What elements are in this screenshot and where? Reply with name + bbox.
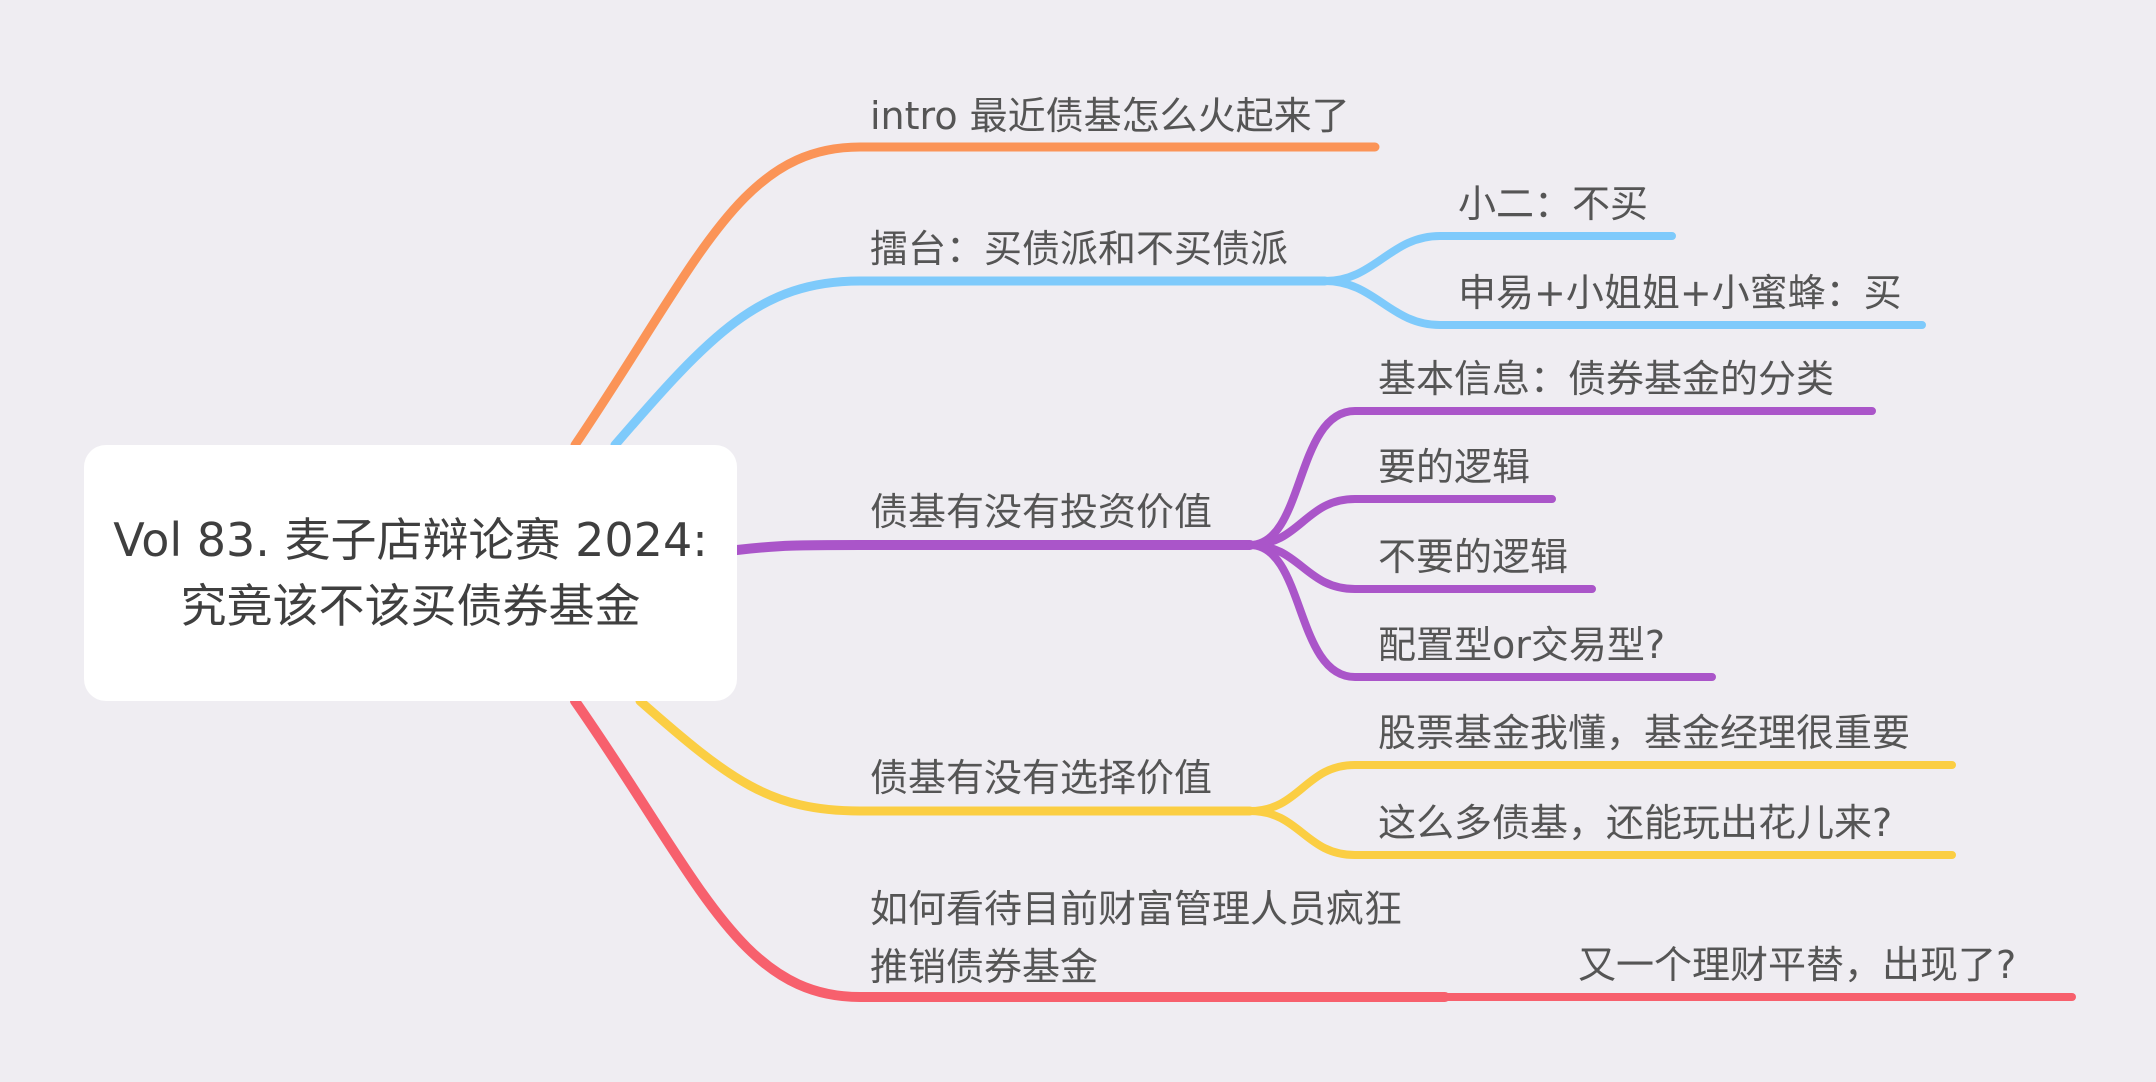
subtopic-another-alternative[interactable]: 又一个理财平替，出现了? — [1578, 943, 2017, 987]
connector-arena — [610, 276, 1330, 450]
connector-arena-child-1 — [1321, 232, 1676, 285]
branch-wealth-management[interactable]: 如何看待目前财富管理人员疯狂 推销债券基金 — [870, 880, 1402, 996]
root-topic-title: Vol 83. 麦子店辩论赛 2024: 究竟该不该买债券基金 — [113, 513, 708, 633]
connector-selection-value — [635, 696, 1255, 816]
connector-selection-child-1 — [1246, 761, 1956, 815]
branch-selection-value[interactable]: 债基有没有选择价值 — [870, 756, 1213, 800]
connector-arena-child-2 — [1321, 277, 1926, 329]
subtopic-con-logic[interactable]: 不要的逻辑 — [1378, 535, 1569, 579]
branch-arena[interactable]: 擂台：买债派和不买债派 — [870, 227, 1289, 271]
subtopic-shenyi[interactable]: 申易+小姐姐+小蜜蜂：买 — [1458, 271, 1902, 315]
connector-investment-child-2 — [1246, 495, 1556, 549]
connector-selection-child-2 — [1246, 807, 1956, 859]
branch-wealth-management-line-1: 如何看待目前财富管理人员疯狂 — [870, 887, 1403, 931]
connector-intro — [570, 142, 1380, 450]
subtopic-pro-logic[interactable]: 要的逻辑 — [1378, 445, 1531, 489]
connector-wealth-management — [570, 696, 1450, 1002]
branch-investment-value[interactable]: 债基有没有投资价值 — [870, 490, 1213, 534]
subtopic-basic-info[interactable]: 基本信息：债券基金的分类 — [1378, 357, 1835, 401]
connector-investment-child-4 — [1246, 541, 1716, 681]
subtopic-so-many-funds[interactable]: 这么多债基，还能玩出花儿来? — [1378, 801, 1893, 845]
subtopic-fund-manager[interactable]: 股票基金我懂，基金经理很重要 — [1378, 711, 1911, 755]
connector-investment-child-1 — [1246, 407, 1876, 549]
connector-investment-value — [732, 540, 1255, 555]
subtopic-allocation-or-trading[interactable]: 配置型or交易型? — [1378, 623, 1666, 667]
branch-wealth-management-line-2: 推销债券基金 — [870, 945, 1099, 989]
root-topic[interactable]: Vol 83. 麦子店辩论赛 2024: 究竟该不该买债券基金 — [84, 445, 737, 701]
branch-intro[interactable]: intro 最近债基怎么火起来了 — [870, 94, 1350, 138]
subtopic-xiaoer[interactable]: 小二：不买 — [1458, 182, 1649, 226]
